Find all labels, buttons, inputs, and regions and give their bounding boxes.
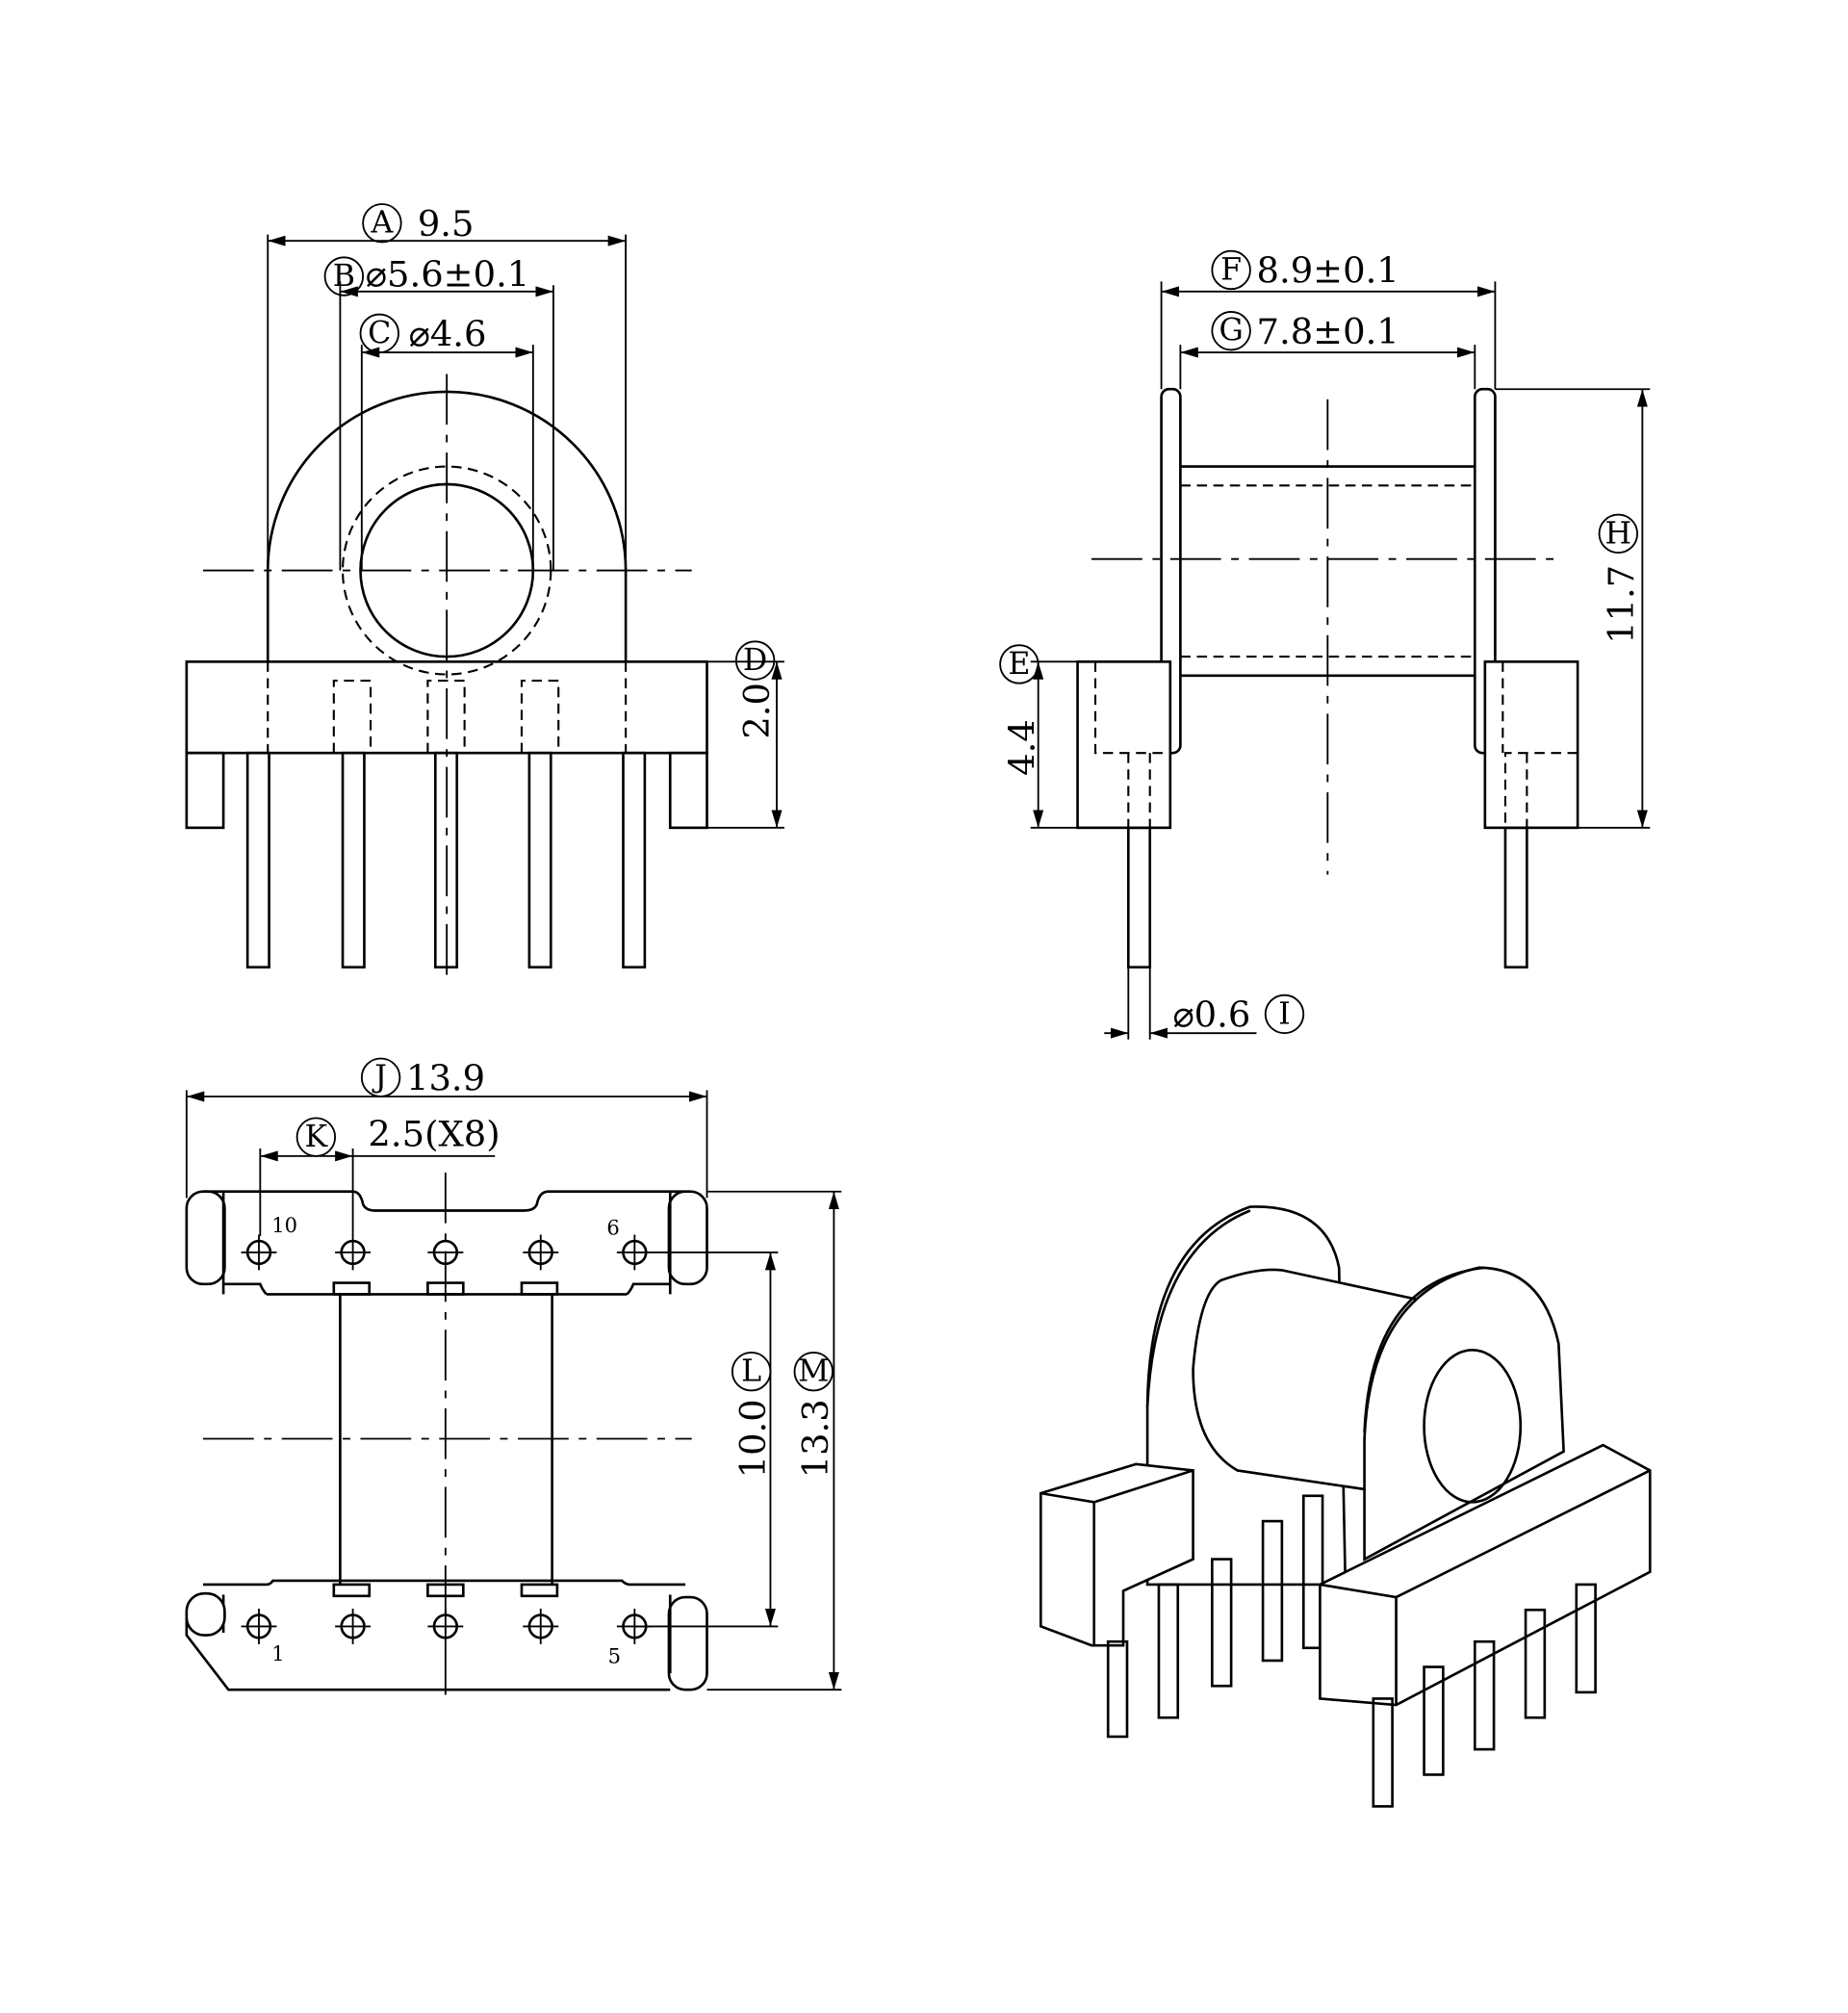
svg-text:E: E [1008, 647, 1030, 682]
dim-G: G 7.8±0.1 [1211, 311, 1399, 352]
svg-text:G: G [1219, 314, 1243, 348]
dim-M: M 13.3 [793, 1352, 836, 1478]
svg-text:I: I [1278, 996, 1291, 1031]
svg-text:⌀4.6: ⌀4.6 [409, 313, 487, 354]
svg-text:2.0: 2.0 [736, 683, 778, 739]
dim-K: K 2.5(X8) [295, 1113, 500, 1157]
pin-number-5: 5 [608, 1644, 621, 1668]
svg-text:A: A [370, 206, 394, 241]
svg-text:F: F [1220, 252, 1242, 287]
svg-text:L: L [741, 1355, 761, 1389]
dim-L: L 10.0 [731, 1352, 774, 1478]
svg-text:10.0: 10.0 [732, 1399, 774, 1478]
svg-text:13.3: 13.3 [795, 1399, 836, 1478]
svg-text:4.4: 4.4 [1002, 719, 1043, 776]
dim-F: F 8.9±0.1 [1211, 250, 1399, 292]
pin-number-10: 10 [271, 1213, 297, 1237]
dim-J: J 13.9 [360, 1057, 485, 1098]
dim-D: D 2.0 [734, 640, 778, 739]
pin-number-6: 6 [606, 1216, 619, 1240]
front-view [185, 234, 784, 976]
dim-B: B ⌀5.6±0.1 [323, 254, 530, 297]
svg-text:8.9±0.1: 8.9±0.1 [1256, 250, 1399, 292]
dim-H: H 11.7 [1598, 513, 1642, 644]
isometric-view [1040, 1205, 1652, 1808]
side-view [1030, 281, 1651, 1040]
svg-text:H: H [1605, 516, 1632, 551]
svg-text:B: B [333, 259, 355, 294]
dim-C: C ⌀4.6 [359, 313, 487, 354]
svg-text:2.5(X8): 2.5(X8) [368, 1113, 500, 1154]
bottom-view [185, 1090, 842, 1699]
dim-A: A 9.5 [362, 203, 475, 245]
svg-text:J: J [372, 1060, 387, 1095]
svg-text:C: C [368, 316, 391, 350]
dim-E: E 4.4 [999, 644, 1043, 776]
svg-text:13.9: 13.9 [406, 1057, 485, 1098]
svg-text:7.8±0.1: 7.8±0.1 [1256, 311, 1399, 352]
svg-text:D: D [743, 643, 767, 678]
svg-text:9.5: 9.5 [418, 203, 475, 245]
pin-number-1: 1 [271, 1641, 284, 1665]
svg-text:11.7: 11.7 [1601, 565, 1642, 644]
svg-text:⌀5.6±0.1: ⌀5.6±0.1 [366, 254, 530, 296]
dim-I: ⌀0.6 I [1172, 994, 1305, 1036]
svg-text:⌀0.6: ⌀0.6 [1172, 994, 1250, 1036]
svg-text:K: K [305, 1120, 329, 1154]
svg-text:M: M [798, 1355, 829, 1389]
